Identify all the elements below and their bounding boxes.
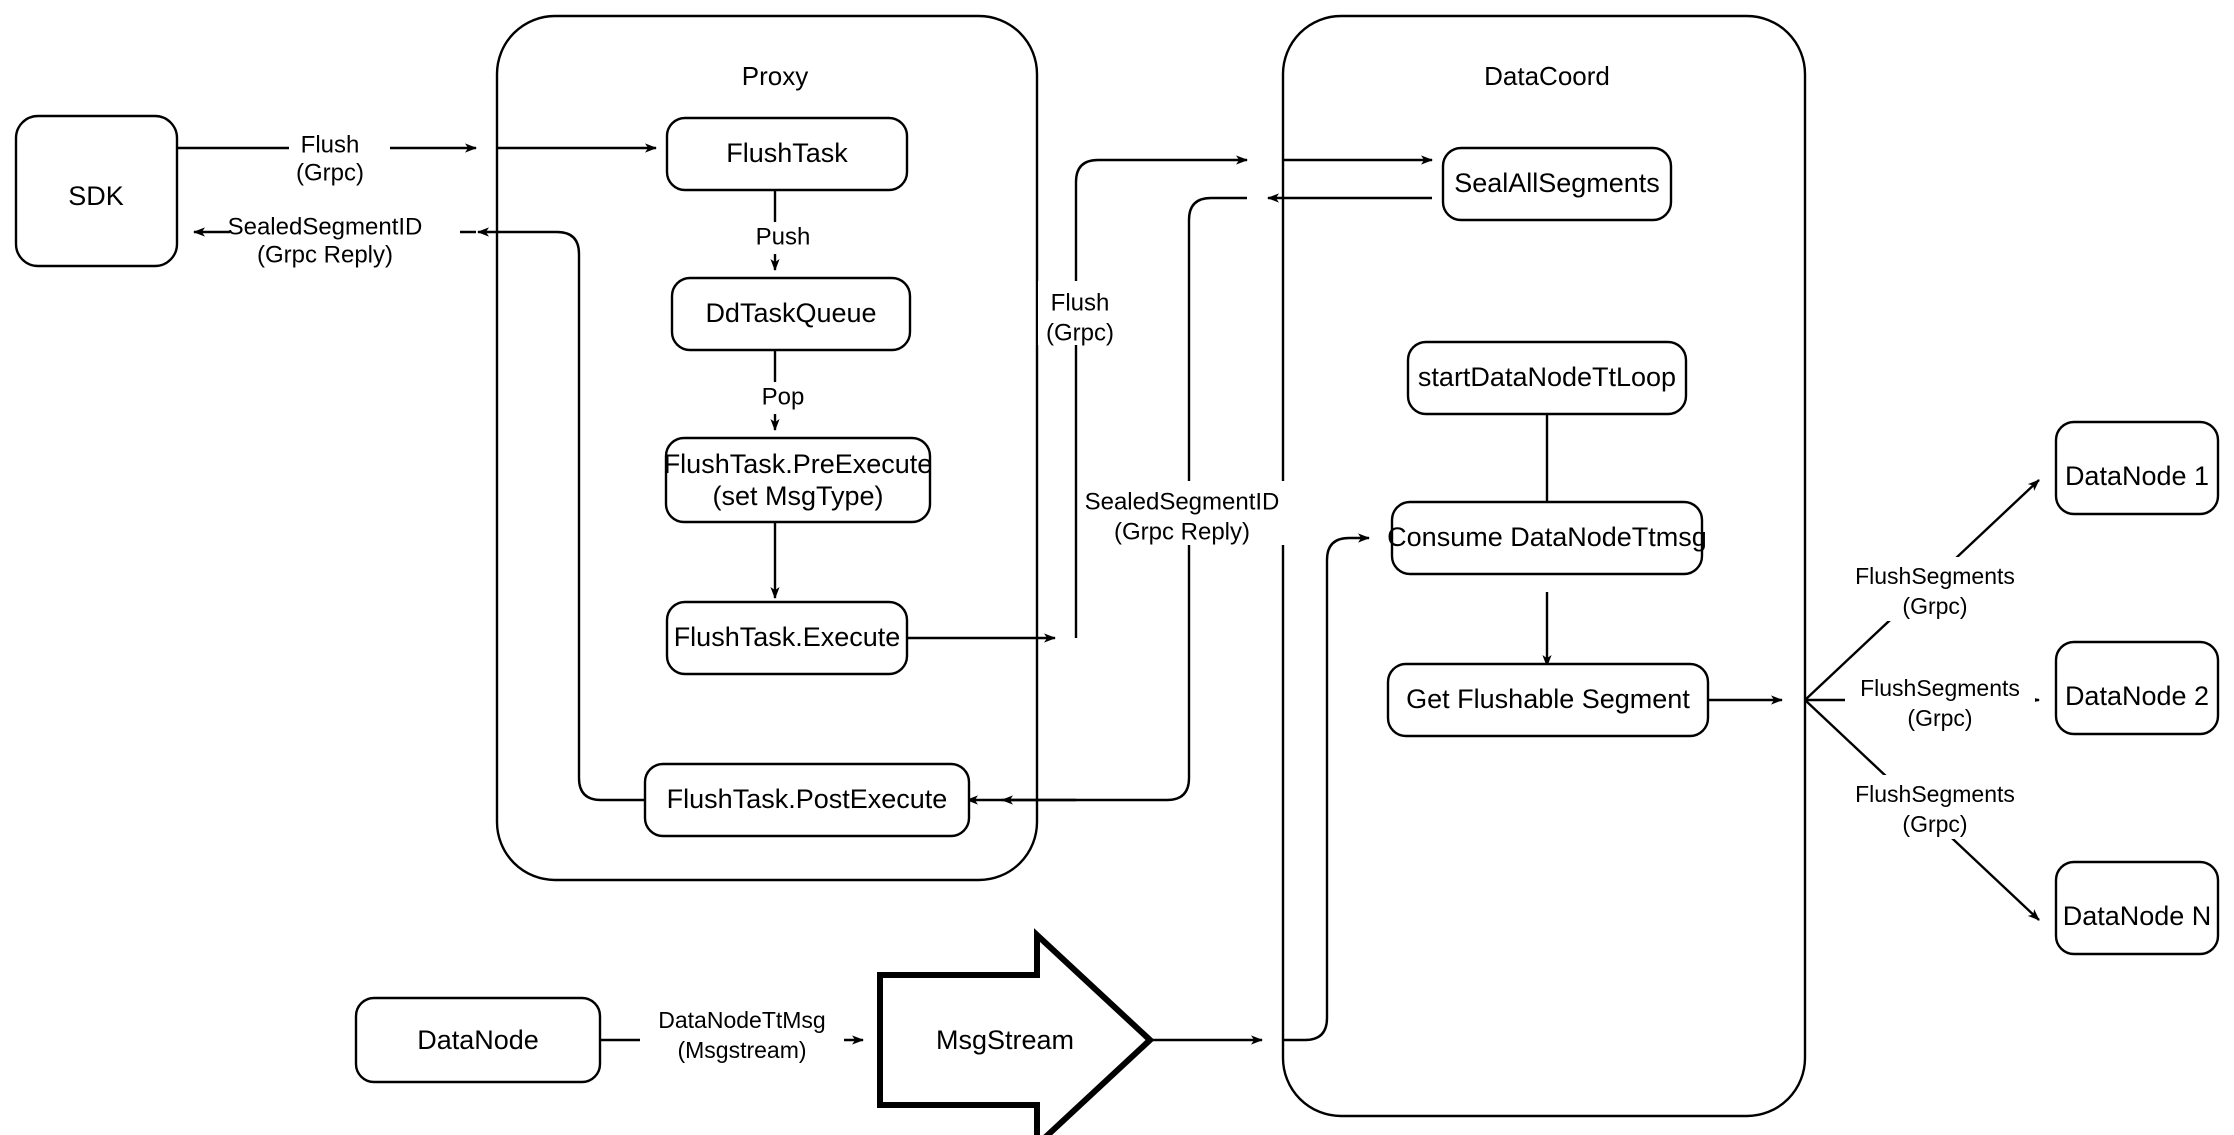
get-flushable-segment-box[interactable]: [1386, 662, 1710, 738]
node-datanode-2[interactable]: DataNode 2: [2054, 640, 2220, 736]
proxy-to-coord-label-line2: (Grpc): [1046, 319, 1114, 346]
execute-label: FlushTask.Execute: [674, 622, 901, 652]
flush-segments-1-label-line2: (Grpc): [1902, 593, 1967, 619]
node-seal-all-segments[interactable]: SealAllSegments: [1441, 146, 1673, 222]
coord-to-proxy-label-line1: SealedSegmentID: [1085, 488, 1280, 515]
node-msgstream[interactable]: MsgStream: [877, 928, 1155, 1135]
node-execute[interactable]: FlushTask.Execute: [665, 600, 909, 676]
datanode-2-label: DataNode 2: [2065, 681, 2209, 711]
start-tt-loop-box[interactable]: [1406, 340, 1688, 416]
label-backing: [289, 126, 390, 190]
datanode-2-box[interactable]: [2054, 640, 2220, 736]
get-flushable-segment-label: Get Flushable Segment: [1406, 684, 1690, 714]
datanode-ttmsg-label-line2: (Msgstream): [677, 1037, 806, 1063]
datanode-1-label: DataNode 1: [2065, 461, 2209, 491]
node-post-execute[interactable]: FlushTask.PostExecute: [643, 762, 971, 838]
pop-label: Pop: [762, 383, 805, 410]
coord-to-proxy-label-line2: (Grpc Reply): [1114, 518, 1250, 545]
label-backing: [1845, 668, 2035, 732]
flush-task-label: FlushTask: [726, 138, 848, 168]
node-sdk[interactable]: SDK: [14, 114, 179, 268]
msgstream-arrow-shape[interactable]: [877, 928, 1155, 1135]
node-get-flushable-segment[interactable]: Get Flushable Segment: [1386, 662, 1710, 738]
node-start-tt-loop[interactable]: startDataNodeTtLoop: [1406, 340, 1688, 416]
edge-label-push: Push: [742, 222, 812, 254]
sdk-to-proxy-label-line2: (Grpc): [296, 159, 364, 186]
label-backing: [1840, 557, 2030, 621]
label-backing: [230, 211, 460, 275]
node-dd-task-queue[interactable]: DdTaskQueue: [670, 276, 912, 352]
proxy-container-label: Proxy: [742, 61, 808, 91]
node-pre-execute[interactable]: FlushTask.PreExecute (set MsgType): [664, 436, 933, 524]
node-datanode-source[interactable]: DataNode: [354, 996, 602, 1084]
pre-execute-label-line1: FlushTask.PreExecute: [664, 449, 933, 479]
post-execute-box[interactable]: [643, 762, 971, 838]
label-backing: [1038, 281, 1142, 345]
datanode-n-label: DataNode N: [2063, 901, 2212, 931]
post-execute-label: FlushTask.PostExecute: [667, 784, 948, 814]
flush-segments-2-label-line2: (Grpc): [1907, 705, 1972, 731]
node-datanode-n[interactable]: DataNode N: [2054, 860, 2220, 956]
execute-box[interactable]: [665, 600, 909, 676]
node-consume-tt-msg[interactable]: Consume DataNodeTtmsg: [1387, 500, 1707, 576]
label-backing: [748, 382, 810, 414]
edge-flush-rail-to-datacoord: [1074, 155, 1248, 638]
push-label: Push: [756, 223, 811, 250]
dd-task-queue-box[interactable]: [670, 276, 912, 352]
datanode-n-box[interactable]: [2054, 860, 2220, 956]
label-backing: [1840, 775, 2030, 839]
edge-label-flush-segments-n: FlushSegments (Grpc): [1840, 775, 2030, 839]
proxy-to-sdk-label-line1: SealedSegmentID: [228, 213, 423, 240]
container-proxy: Proxy: [495, 14, 1039, 882]
label-backing: [640, 1000, 844, 1064]
consume-tt-msg-label: Consume DataNodeTtmsg: [1387, 522, 1707, 552]
consume-tt-msg-box[interactable]: [1390, 500, 1704, 576]
start-tt-loop-label: startDataNodeTtLoop: [1418, 362, 1676, 392]
flush-task-box[interactable]: [665, 116, 909, 192]
pre-execute-box[interactable]: [664, 436, 932, 524]
edge-label-pop: Pop: [748, 382, 810, 414]
sdk-to-proxy-label-line1: Flush: [301, 131, 360, 158]
datacoord-container-box: [1281, 14, 1807, 1118]
proxy-to-sdk-label-line2: (Grpc Reply): [257, 241, 393, 268]
sdk-label: SDK: [68, 181, 124, 211]
datanode-source-label: DataNode: [417, 1025, 539, 1055]
flush-segments-n-label-line2: (Grpc): [1902, 811, 1967, 837]
label-backing: [1080, 481, 1290, 545]
node-datanode-1[interactable]: DataNode 1: [2054, 420, 2220, 516]
edge-label-coord-to-proxy: SealedSegmentID (Grpc Reply): [1080, 481, 1290, 545]
datanode-ttmsg-label-line1: DataNodeTtMsg: [658, 1007, 825, 1033]
proxy-container-box: [495, 14, 1039, 882]
node-flush-task[interactable]: FlushTask: [665, 116, 909, 192]
edge-postexecute-to-reply-rail: [477, 227, 645, 802]
edge-label-flush-segments-1: FlushSegments (Grpc): [1840, 557, 2030, 621]
container-datacoord: DataCoord: [1281, 14, 1807, 1118]
pre-execute-label-line2: (set MsgType): [712, 481, 883, 511]
msgstream-label: MsgStream: [936, 1025, 1074, 1055]
edge-label-proxy-to-sdk: SealedSegmentID (Grpc Reply): [228, 211, 460, 275]
edge-datacoord-border-to-consume: [1283, 533, 1370, 1042]
flush-segments-2-label-line1: FlushSegments: [1860, 675, 2020, 701]
seal-all-segments-box[interactable]: [1441, 146, 1673, 222]
flush-segments-1-label-line1: FlushSegments: [1855, 563, 2015, 589]
edge-label-sdk-to-proxy: Flush (Grpc): [289, 126, 390, 190]
datanode-1-box[interactable]: [2054, 420, 2220, 516]
sdk-box[interactable]: [14, 114, 179, 268]
label-backing: [742, 222, 812, 254]
flush-segments-n-label-line1: FlushSegments: [1855, 781, 2015, 807]
edge-label-flush-segments-2: FlushSegments (Grpc): [1845, 668, 2035, 732]
edge-label-proxy-to-coord: Flush (Grpc): [1038, 281, 1142, 346]
datacoord-container-label: DataCoord: [1484, 61, 1610, 91]
dd-task-queue-label: DdTaskQueue: [705, 298, 876, 328]
edge-label-datanode-ttmsg: DataNodeTtMsg (Msgstream): [640, 1000, 844, 1064]
proxy-to-coord-label-line1: Flush: [1051, 289, 1110, 316]
datanode-source-box[interactable]: [354, 996, 602, 1084]
seal-all-segments-label: SealAllSegments: [1454, 168, 1660, 198]
